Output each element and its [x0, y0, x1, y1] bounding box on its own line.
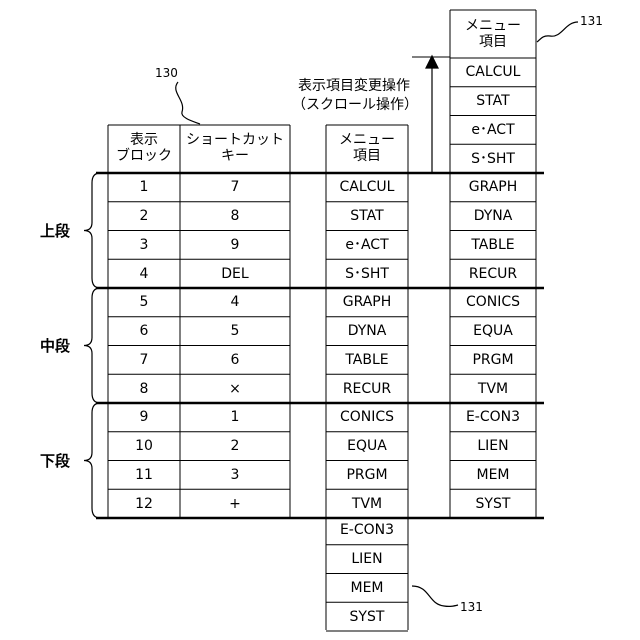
block-cell: 11 [108, 461, 180, 490]
block-cell: 2 [108, 202, 180, 231]
shortcut-key-cell: 4 [180, 288, 290, 317]
scroll-caption-line2: （スクロール操作） [292, 95, 418, 115]
menu-item-cell: EQUA [326, 432, 408, 461]
group-label-upper: 上段 [40, 220, 70, 241]
menu-item-right-cell: EQUA [450, 317, 536, 346]
menu-item-right-cell: DYNA [450, 202, 536, 231]
shortcut-key-cell: 6 [180, 346, 290, 375]
menu-item-extra-cell: E-CON3 [326, 516, 408, 545]
header-display-block: 表示 ブロック [108, 125, 180, 171]
menu-item-right-cell: TVM [450, 374, 536, 403]
reference-number-menu-bottom: 131 [460, 600, 483, 614]
group-label-lower: 下段 [40, 450, 70, 471]
scroll-arrow-head [426, 56, 438, 68]
scroll-caption-line1: 表示項目変更操作 [298, 76, 410, 96]
menu-item-cell: TVM [326, 489, 408, 518]
header-menu-item: メニュー 項目 [326, 125, 408, 171]
shortcut-key-cell: 1 [180, 403, 290, 432]
brace-middle [84, 288, 100, 403]
menu-item-extra-cell: SYST [326, 602, 408, 631]
shortcut-key-cell: 3 [180, 461, 290, 490]
menu-item-cell: CALCUL [326, 173, 408, 202]
block-cell: 7 [108, 346, 180, 375]
block-cell: 1 [108, 173, 180, 202]
group-label-middle: 中段 [40, 335, 70, 356]
menu-item-right-extra-cell: STAT [450, 87, 536, 116]
block-cell: 8 [108, 374, 180, 403]
shortcut-key-cell: 2 [180, 432, 290, 461]
menu-item-cell: e･ACT [326, 231, 408, 260]
shortcut-key-cell: + [180, 489, 290, 518]
menu-item-cell: PRGM [326, 461, 408, 490]
header-shortcut-key: ショートカット キー [180, 125, 290, 171]
menu-item-cell: STAT [326, 202, 408, 231]
brace-lower [84, 403, 100, 518]
menu-item-right-extra-cell: CALCUL [450, 58, 536, 87]
leader-line-130 [176, 82, 200, 124]
menu-item-right-cell: LIEN [450, 432, 536, 461]
menu-item-cell: CONICS [326, 403, 408, 432]
block-cell: 6 [108, 317, 180, 346]
shortcut-key-cell: DEL [180, 259, 290, 288]
menu-item-right-cell: MEM [450, 461, 536, 490]
menu-item-right-cell: PRGM [450, 346, 536, 375]
block-cell: 4 [108, 259, 180, 288]
block-cell: 10 [108, 432, 180, 461]
menu-item-extra-cell: MEM [326, 574, 408, 603]
menu-item-right-extra-cell: S･SHT [450, 144, 536, 173]
header-menu-item-right: メニュー 項目 [450, 10, 536, 58]
reference-number-table: 130 [155, 66, 178, 80]
menu-item-cell: RECUR [326, 374, 408, 403]
brace-upper [84, 173, 100, 288]
leader-line-131-top [537, 22, 578, 42]
shortcut-key-cell: 5 [180, 317, 290, 346]
block-cell: 5 [108, 288, 180, 317]
menu-item-right-cell: SYST [450, 489, 536, 518]
leader-line-131-bottom [412, 586, 458, 606]
shortcut-key-cell: 7 [180, 173, 290, 202]
menu-item-right-cell: CONICS [450, 288, 536, 317]
shortcut-key-cell: 9 [180, 231, 290, 260]
block-cell: 12 [108, 489, 180, 518]
menu-item-right-cell: GRAPH [450, 173, 536, 202]
menu-item-cell: GRAPH [326, 288, 408, 317]
block-cell: 3 [108, 231, 180, 260]
shortcut-key-cell: × [180, 374, 290, 403]
menu-item-cell: TABLE [326, 346, 408, 375]
menu-item-cell: S･SHT [326, 259, 408, 288]
shortcut-key-cell: 8 [180, 202, 290, 231]
reference-number-menu-top: 131 [580, 14, 603, 28]
menu-item-right-cell: TABLE [450, 231, 536, 260]
menu-item-cell: DYNA [326, 317, 408, 346]
menu-item-right-cell: E-CON3 [450, 403, 536, 432]
menu-item-right-extra-cell: e･ACT [450, 116, 536, 145]
block-cell: 9 [108, 403, 180, 432]
menu-item-extra-cell: LIEN [326, 545, 408, 574]
menu-item-right-cell: RECUR [450, 259, 536, 288]
